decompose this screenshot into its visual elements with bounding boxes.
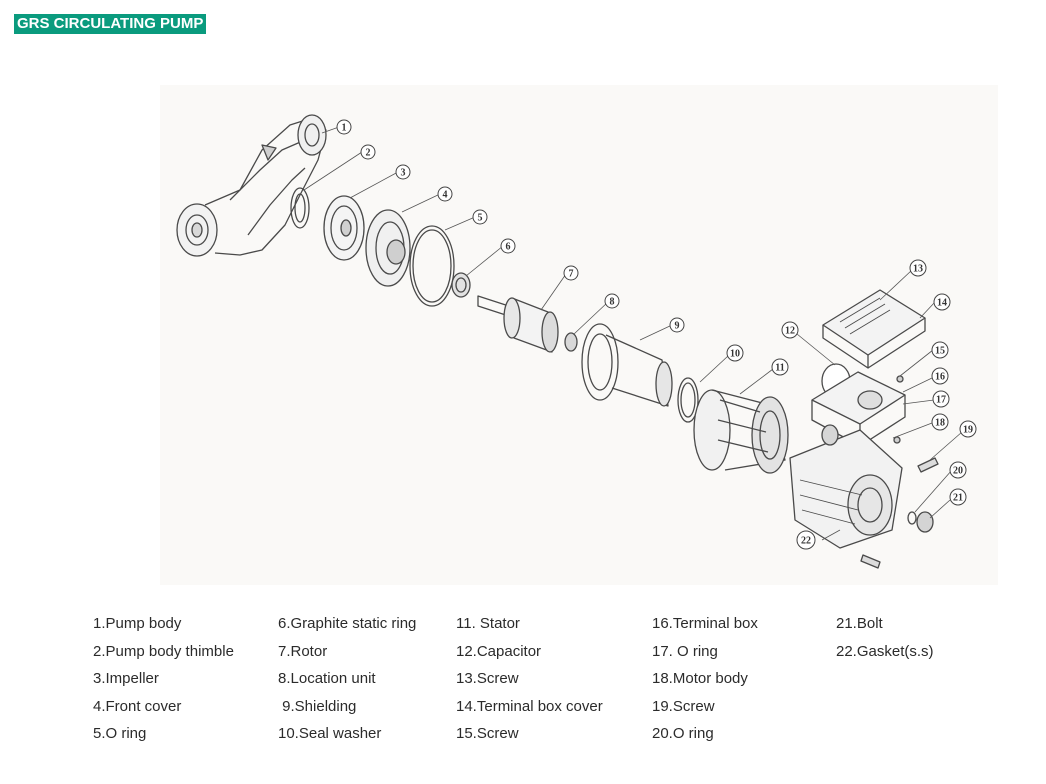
callout-10: 10: [726, 344, 744, 362]
svg-text:9: 9: [675, 321, 680, 332]
legend-column-2: 6.Graphite static ring 7.Rotor 8.Locatio…: [278, 610, 416, 748]
bolt-part: [916, 511, 934, 533]
svg-text:13: 13: [913, 264, 923, 275]
callout-4: 4: [437, 186, 453, 202]
callout-19: 19: [959, 420, 977, 438]
exploded-view-diagram: 1 2 3 4 5 6 7 8 9 10 11 12 13 14 15 16 1…: [176, 114, 977, 569]
svg-text:21: 21: [953, 493, 963, 504]
legend-item: 20.O ring: [652, 725, 714, 742]
svg-text:22: 22: [801, 536, 811, 547]
terminal-box-part: [811, 371, 906, 447]
screw-19-part: [917, 457, 939, 473]
callout-13: 13: [909, 259, 927, 277]
callout-11: 11: [771, 358, 789, 376]
svg-text:1: 1: [342, 123, 347, 134]
legend-item: 21.Bolt: [836, 615, 883, 632]
shielding-part: [581, 323, 673, 407]
leader-lines: [303, 126, 963, 541]
legend-item: 9.Shielding: [278, 697, 357, 715]
legend-item: 19.Screw: [652, 697, 715, 715]
motor-body-part: [789, 424, 903, 549]
legend-item: 17. O ring: [652, 642, 718, 660]
pump-body-thimble-part: [290, 187, 310, 229]
svg-text:18: 18: [935, 418, 945, 429]
stator-part: [693, 389, 789, 474]
svg-text:2: 2: [366, 148, 371, 159]
front-cover-part: [365, 209, 411, 287]
svg-text:8: 8: [610, 297, 615, 308]
legend-item: 15.Screw: [456, 725, 519, 742]
legend-item: 22.Gasket(s.s): [836, 642, 934, 660]
legend-column-1: 1.Pump body 2.Pump body thimble 3.Impell…: [93, 610, 234, 748]
legend-item: 1.Pump body: [93, 615, 182, 632]
legend-item: 14.Terminal box cover: [456, 697, 603, 715]
legend-item: 3.Impeller: [93, 670, 159, 687]
legend-item: 12.Capacitor: [456, 642, 542, 660]
terminal-box-cover-part: [822, 289, 926, 369]
graphite-static-ring-part: [451, 272, 471, 298]
o-ring-5-part: [409, 225, 455, 307]
svg-text:14: 14: [937, 298, 947, 309]
seal-washer-part: [677, 377, 699, 423]
svg-text:3: 3: [401, 168, 406, 179]
legend-column-5: 21.Bolt 22.Gasket(s.s): [836, 610, 934, 665]
impeller-part: [323, 195, 365, 261]
svg-text:15: 15: [935, 346, 945, 357]
callout-21: 21: [949, 488, 967, 506]
callout-8: 8: [604, 293, 620, 309]
page-title: GRS CIRCULATING PUMP: [14, 14, 207, 34]
callout-16: 16: [931, 367, 949, 385]
legend-item: 8.Location unit: [278, 670, 376, 687]
callout-7: 7: [563, 265, 579, 281]
parts-legend: 1.Pump body 2.Pump body thimble 3.Impell…: [0, 610, 1046, 760]
svg-text:20: 20: [953, 466, 963, 477]
legend-item: 5.O ring: [93, 725, 147, 742]
o-ring-20-part: [907, 511, 917, 525]
svg-text:5: 5: [478, 213, 483, 224]
legend-item: 6.Graphite static ring: [278, 615, 417, 632]
svg-text:10: 10: [730, 349, 740, 360]
svg-text:11: 11: [775, 363, 784, 374]
callout-1: 1: [336, 119, 352, 135]
callout-18: 18: [931, 413, 949, 431]
svg-text:6: 6: [506, 242, 511, 253]
gasket-part: [860, 554, 881, 569]
legend-item: 18.Motor body: [652, 670, 748, 687]
callout-20: 20: [949, 461, 967, 479]
callout-14: 14: [933, 293, 951, 311]
svg-text:12: 12: [785, 326, 795, 337]
svg-text:7: 7: [569, 269, 574, 280]
legend-column-4: 16.Terminal box 17. O ring 18.Motor body…: [652, 610, 758, 748]
svg-text:19: 19: [963, 425, 973, 436]
legend-column-3: 11. Stator 12.Capacitor 13.Screw 14.Term…: [456, 610, 603, 748]
legend-item: 10.Seal washer: [278, 725, 382, 742]
legend-item: 11. Stator: [456, 615, 520, 632]
legend-item: 16.Terminal box: [652, 615, 758, 632]
callout-3: 3: [395, 164, 411, 180]
svg-text:16: 16: [935, 372, 945, 383]
location-unit-part: [564, 332, 578, 352]
rotor-part: [477, 295, 559, 353]
legend-item: 4.Front cover: [93, 697, 182, 715]
legend-item: 7.Rotor: [278, 642, 328, 660]
callout-15: 15: [931, 341, 949, 359]
callout-5: 5: [472, 209, 488, 225]
callouts: 1 2 3 4 5 6 7 8 9 10 11 12 13 14 15 16 1…: [336, 119, 977, 550]
callout-12: 12: [781, 321, 799, 339]
callout-17: 17: [932, 390, 950, 408]
svg-text:4: 4: [443, 190, 448, 201]
callout-22: 22: [796, 530, 816, 550]
legend-item: 13.Screw: [456, 670, 519, 687]
pump-body-part: [176, 114, 327, 257]
callout-2: 2: [360, 144, 376, 160]
legend-item: 2.Pump body thimble: [93, 642, 234, 660]
svg-text:17: 17: [936, 395, 946, 406]
callout-9: 9: [669, 317, 685, 333]
callout-6: 6: [500, 238, 516, 254]
